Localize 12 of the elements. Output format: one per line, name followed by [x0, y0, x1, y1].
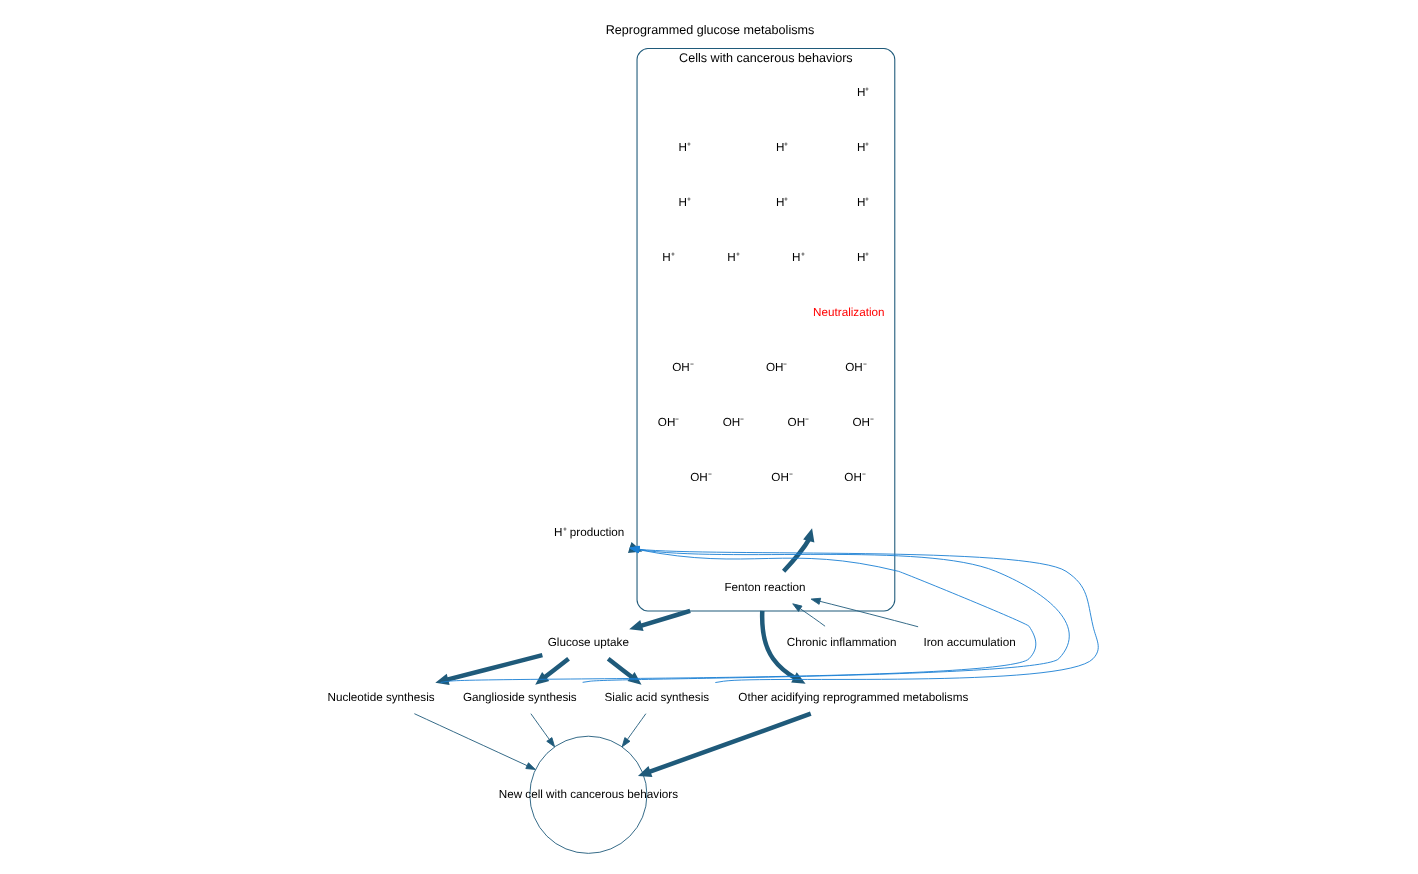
arrow [758, 610, 805, 684]
arrow [628, 608, 690, 632]
arrow [780, 528, 814, 573]
arrow [434, 653, 542, 685]
arrow [636, 711, 811, 777]
arrow [529, 713, 555, 748]
arrow [534, 657, 569, 685]
arrow [605, 657, 641, 685]
arrow [620, 713, 646, 748]
arrow [412, 713, 535, 770]
arrow [791, 603, 825, 627]
arrow [809, 597, 918, 628]
